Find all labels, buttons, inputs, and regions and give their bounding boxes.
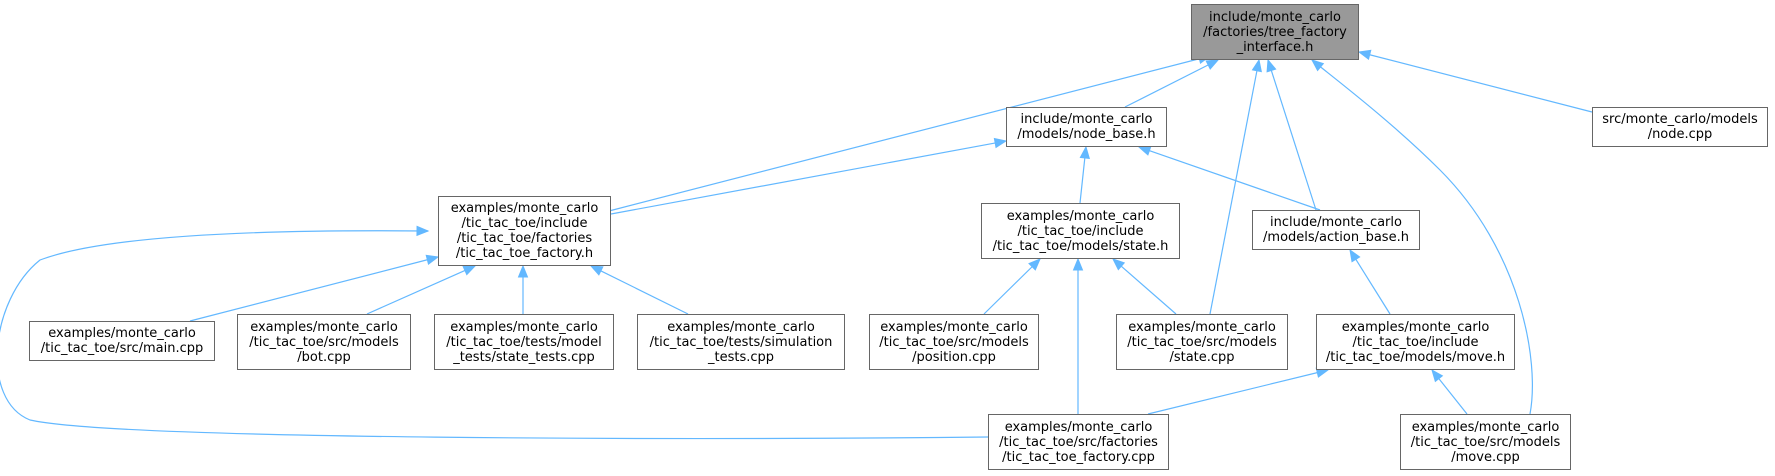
node-label-line: /state.cpp [1169, 349, 1235, 365]
node-label-line: /tic_tac_toe/src/models [1127, 334, 1277, 350]
edge-arrowhead [589, 265, 604, 276]
edge-factory_cpp-to-factory_h [0, 230, 989, 440]
edge-arrowhead [1357, 49, 1372, 60]
edge-arrowhead [1112, 258, 1126, 271]
node-label-line: /models/action_base.h [1263, 230, 1409, 245]
node-state-cpp[interactable]: examples/monte_carlo/tic_tac_toe/src/mod… [1116, 314, 1288, 370]
node-state-tests-cpp[interactable]: examples/monte_carlo/tic_tac_toe/tests/m… [434, 314, 614, 370]
node-label-line: examples/monte_carlo [1341, 319, 1490, 335]
node-label-line: examples/monte_carlo [450, 201, 599, 216]
node-label-line: /tic_tac_toe/models/move.h [1325, 349, 1506, 365]
node-label-line: examples/monte_carlo [450, 319, 598, 335]
node-label-line: src/monte_carlo/models [1602, 112, 1758, 127]
node-label-line: /node.cpp [1647, 127, 1713, 142]
node-label-line: /tic_tac_toe/include [461, 216, 588, 231]
edge-action_base_h-to-root [1270, 69, 1317, 211]
node-label-line: /tic_tac_toe/src/models [249, 334, 399, 350]
edge-factory_h-to-node_base_h [610, 142, 997, 215]
edge-state_h-to-node_base_h [1079, 156, 1086, 204]
node-tic-tac-toe-factory-h[interactable]: examples/monte_carlo/tic_tac_toe/include… [438, 196, 611, 266]
node-move-cpp[interactable]: examples/monte_carlo/tic_tac_toe/src/mod… [1400, 414, 1571, 470]
node-label-line: /position.cpp [912, 349, 996, 365]
node-state-h[interactable]: examples/monte_carlo/tic_tac_toe/include… [981, 203, 1180, 259]
edge-simulation_tests_cpp-to-factory_h [599, 269, 689, 315]
edge-arrowhead [1205, 59, 1220, 70]
edge-move_cpp-to-root [1311, 59, 1533, 415]
node-label-line: /bot.cpp [297, 349, 351, 365]
edge-state_cpp-to-state_h [1120, 265, 1177, 315]
node-position-cpp[interactable]: examples/monte_carlo/tic_tac_toe/src/mod… [869, 314, 1039, 370]
node-label-line: /factories/tree_factory [1203, 24, 1347, 40]
edge-arrowhead [1079, 145, 1090, 159]
node-action-base-h[interactable]: include/monte_carlo/models/action_base.h [1252, 210, 1420, 250]
edge-move_cpp-to-move_h [1437, 377, 1468, 415]
node-label-line: examples/monte_carlo [1411, 419, 1560, 435]
edge-arrowhead [1028, 258, 1041, 271]
node-label-line: /models/node_base.h [1017, 127, 1156, 142]
edge-position_cpp-to-state_h [983, 265, 1034, 315]
edge-arrowhead [993, 137, 1008, 149]
node-label-line: examples/monte_carlo [1006, 208, 1155, 224]
node-label-line: examples/monte_carlo [667, 319, 815, 335]
edge-main_cpp-to-factory_h [189, 258, 429, 322]
edge-arrowhead [416, 225, 430, 237]
node-label-line: _tests/state_tests.cpp [453, 349, 595, 365]
node-move-h[interactable]: examples/monte_carlo/tic_tac_toe/include… [1316, 314, 1515, 370]
node-tree-factory-interface-h[interactable]: include/monte_carlo/factories/tree_facto… [1191, 4, 1359, 60]
node-label-line: include/monte_carlo [1270, 215, 1402, 230]
edge-arrowhead [1431, 368, 1444, 383]
node-label-line: /tic_tac_toe/src/factories [999, 434, 1158, 450]
node-tic-tac-toe-factory-cpp[interactable]: examples/monte_carlo/tic_tac_toe/src/fac… [988, 414, 1169, 470]
node-label-line: /tic_tac_toe/src/models [1410, 434, 1561, 450]
node-label-line: /tic_tac_toe/models/state.h [992, 238, 1169, 254]
node-label-line: examples/monte_carlo [48, 326, 196, 341]
node-label-line: /move.cpp [1451, 449, 1520, 465]
edge-factory_cpp-to-move_h [1147, 371, 1319, 415]
node-label-line: examples/monte_carlo [1004, 419, 1153, 435]
node-label-line: examples/monte_carlo [1128, 319, 1276, 335]
node-node-base-h[interactable]: include/monte_carlo/models/node_base.h [1006, 107, 1167, 147]
edge-bot_cpp-to-factory_h [366, 269, 467, 315]
edge-move_h-to-action_base_h [1354, 258, 1391, 315]
edge-arrowhead [1349, 248, 1361, 263]
node-label-line: /tic_tac_toe/src/main.cpp [40, 341, 204, 356]
edge-action_base_h-to-node_base_h [1148, 149, 1321, 211]
node-node-cpp[interactable]: src/monte_carlo/models/node.cpp [1592, 107, 1768, 147]
node-label-line: /tic_tac_toe_factory.cpp [1002, 449, 1155, 465]
node-label-line: _tests.cpp [707, 349, 775, 365]
edge-state_cpp-to-root [1209, 69, 1258, 315]
node-label-line: /tic_tac_toe/tests/simulation [649, 334, 833, 350]
edge-arrowhead [517, 264, 529, 278]
node-label-line: include/monte_carlo [1209, 9, 1341, 25]
node-label-line: /tic_tac_toe_factory.h [455, 246, 594, 261]
edge-arrowhead [1266, 58, 1277, 73]
node-label-line: include/monte_carlo [1020, 112, 1153, 127]
edge-node_cpp-to-root [1368, 53, 1593, 113]
node-bot-cpp[interactable]: examples/monte_carlo/tic_tac_toe/src/mod… [237, 314, 411, 370]
edge-arrowhead [425, 254, 440, 265]
edge-arrowhead [1251, 58, 1262, 73]
node-label-line: examples/monte_carlo [250, 319, 398, 335]
node-label-line: _interface.h [1236, 39, 1314, 55]
edge-arrowhead [1137, 145, 1152, 156]
node-label-line: /tic_tac_toe/include [1352, 334, 1479, 350]
node-main-cpp[interactable]: examples/monte_carlo/tic_tac_toe/src/mai… [29, 321, 215, 361]
node-simulation-tests-cpp[interactable]: examples/monte_carlo/tic_tac_toe/tests/s… [637, 314, 845, 370]
edge-arrowhead [1072, 257, 1084, 271]
edge-node_base_h-to-root [1124, 63, 1210, 108]
node-label-line: /tic_tac_toe/factories [456, 231, 593, 246]
node-label-line: examples/monte_carlo [880, 319, 1028, 335]
node-label-line: /tic_tac_toe/include [1017, 223, 1144, 239]
edge-factory_h-to-root [608, 57, 1201, 212]
edge-arrowhead [462, 265, 477, 276]
node-label-line: /tic_tac_toe/tests/model [446, 334, 602, 350]
node-label-line: /tic_tac_toe/src/models [879, 334, 1029, 350]
edge-arrowhead [1310, 59, 1325, 72]
